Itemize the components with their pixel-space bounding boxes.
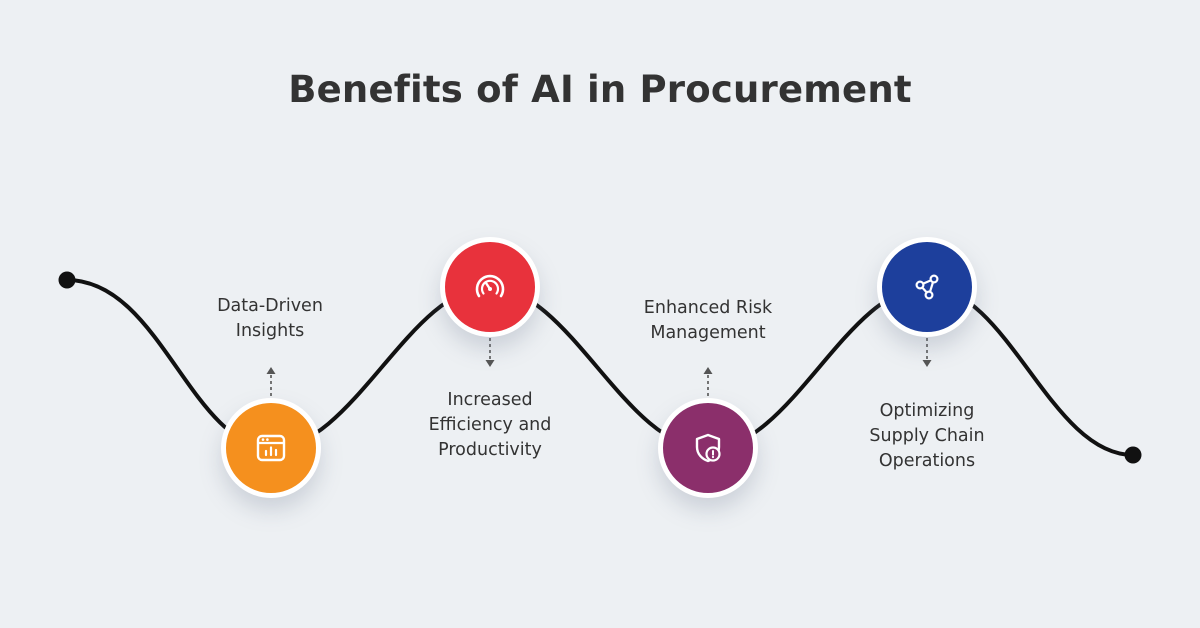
benefit-label-risk: Enhanced Risk Management <box>598 296 818 346</box>
label-line: Optimizing <box>879 401 975 421</box>
shield-alert-icon <box>695 433 721 463</box>
benefit-label-efficiency: Increased Efficiency and Productivity <box>380 388 600 463</box>
dashboard-chart-icon <box>256 434 286 462</box>
connector-4 <box>922 338 932 367</box>
wave-end-dot <box>1124 446 1142 464</box>
connector-1 <box>266 367 276 396</box>
label-line: Operations <box>878 451 976 471</box>
wave-start-dot <box>58 271 76 289</box>
label-line: Management <box>650 323 766 343</box>
label-line: Insights <box>235 321 305 341</box>
benefit-label-data-driven: Data-Driven Insights <box>160 294 380 344</box>
label-line: Efficiency and <box>428 415 552 435</box>
label-line: Increased <box>447 390 533 410</box>
benefit-node-risk <box>658 398 758 498</box>
benefit-node-supply-chain <box>877 237 977 337</box>
page-title: Benefits of AI in Procurement <box>288 68 912 111</box>
label-line: Productivity <box>438 440 542 460</box>
benefit-node-data-driven <box>221 398 321 498</box>
connector-3 <box>703 367 713 396</box>
benefit-label-supply-chain: Optimizing Supply Chain Operations <box>817 399 1037 474</box>
label-line: Data-Driven <box>217 296 323 316</box>
benefit-node-efficiency <box>440 237 540 337</box>
label-line: Enhanced Risk <box>643 298 773 318</box>
network-nodes-icon <box>915 274 939 300</box>
label-line: Supply Chain <box>869 426 985 446</box>
connector-2 <box>485 338 495 367</box>
speedometer-icon <box>475 274 505 298</box>
